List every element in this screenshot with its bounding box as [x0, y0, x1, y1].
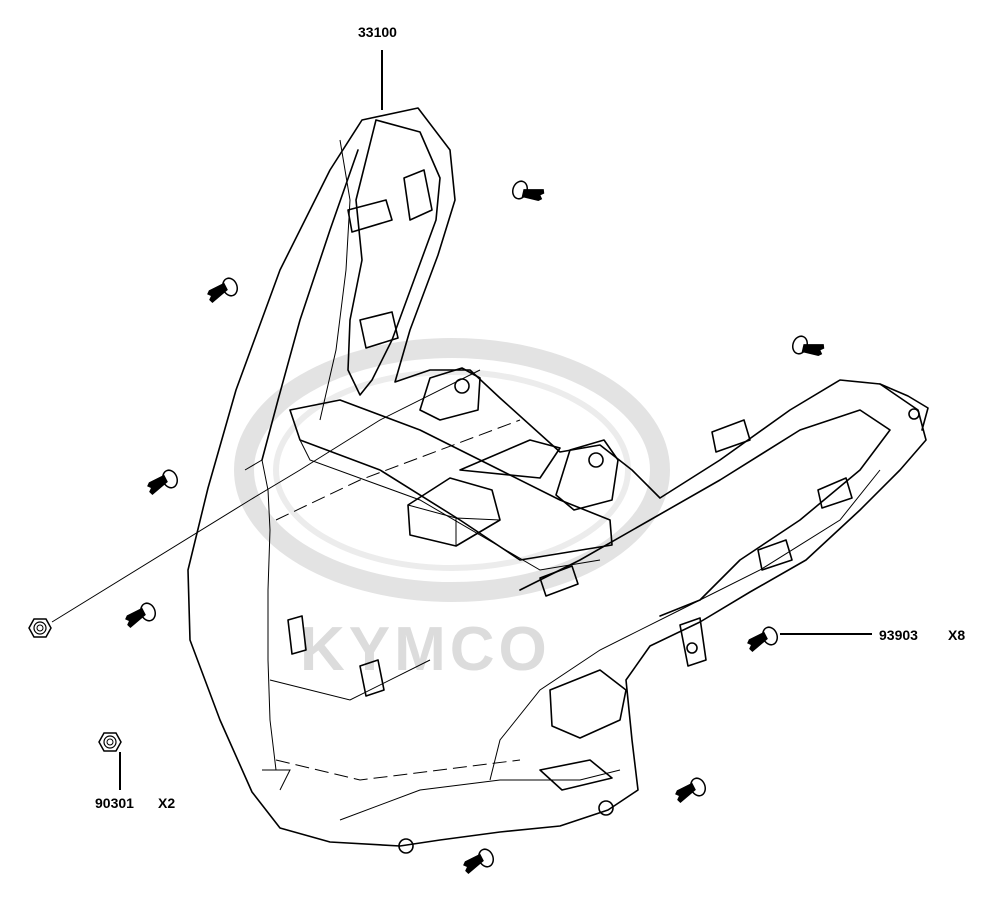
- part-number-90301: 90301: [95, 795, 134, 811]
- headlight-housing: [51, 107, 929, 854]
- part-number-33100: 33100: [358, 24, 397, 40]
- watermark-text: KYMCO: [300, 615, 551, 684]
- screw-icon: [121, 178, 827, 876]
- nut-icon: [28, 618, 122, 752]
- part-number-93903: 93903: [879, 627, 918, 643]
- kymco-watermark: KYMCO: [234, 338, 670, 684]
- part-qty-90301: X2: [158, 795, 175, 811]
- part-qty-93903: X8: [948, 627, 965, 643]
